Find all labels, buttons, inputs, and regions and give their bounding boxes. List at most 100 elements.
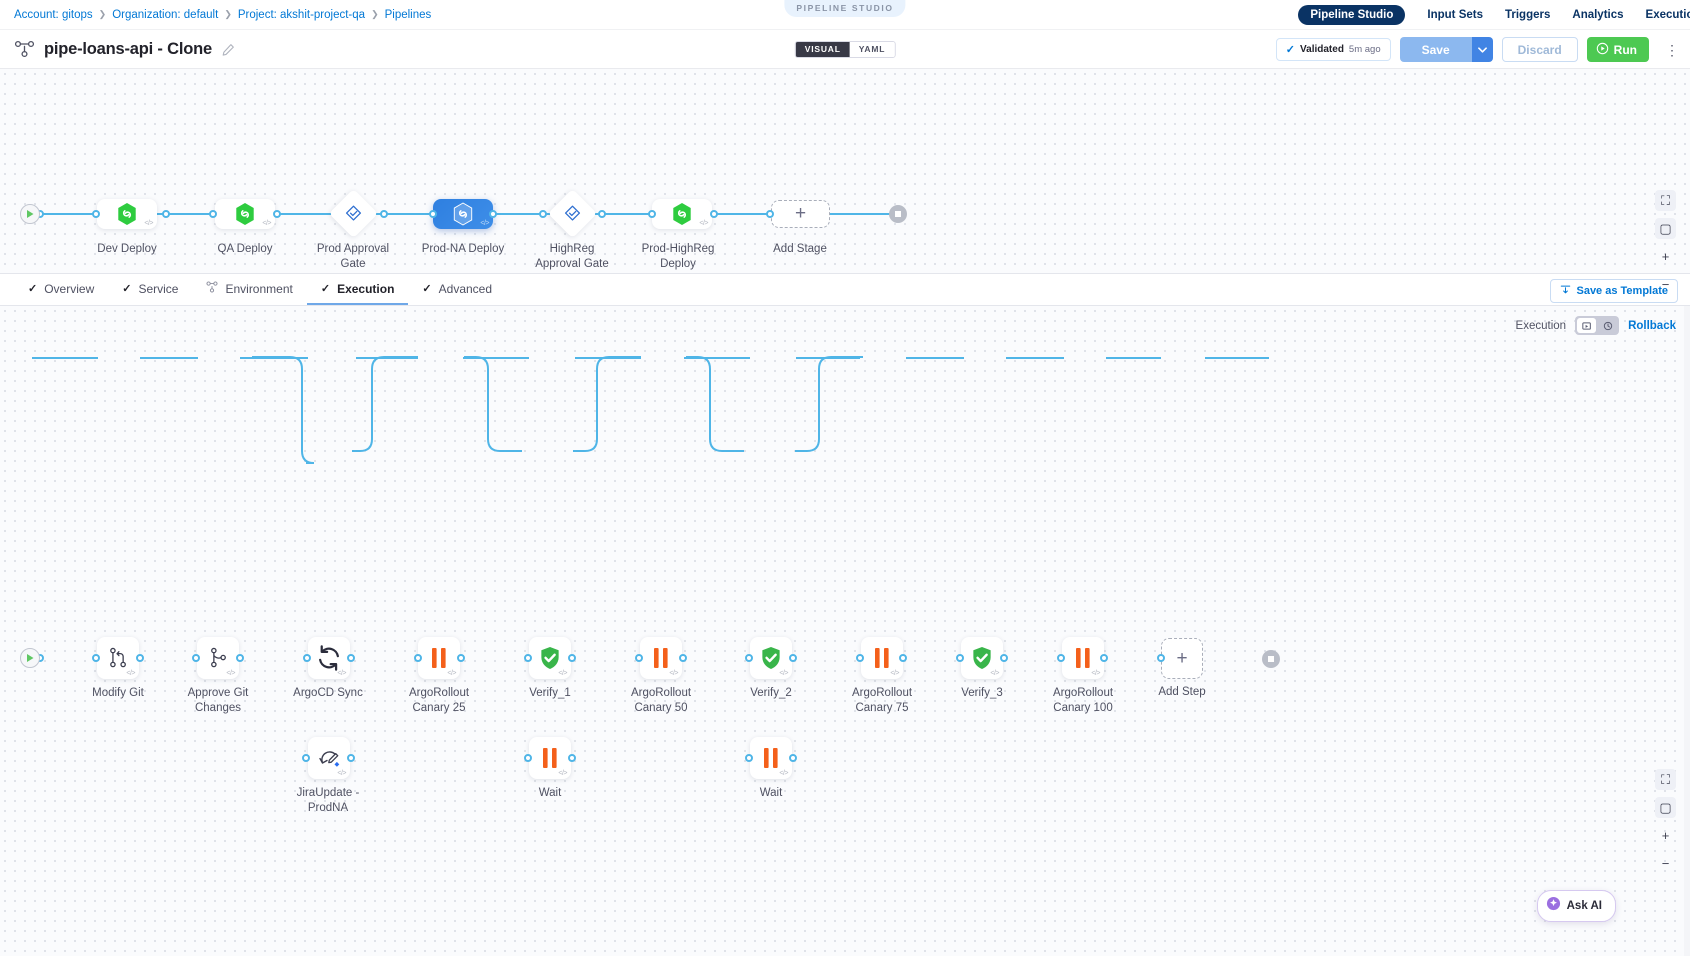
stage-port[interactable] — [489, 210, 497, 218]
step-node-verify-3[interactable]: </> — [961, 637, 1003, 679]
ask-ai-button[interactable]: Ask AI — [1536, 890, 1616, 922]
discard-button[interactable]: Discard — [1501, 37, 1578, 62]
nav-item-pipeline-studio[interactable]: Pipeline Studio — [1298, 5, 1406, 25]
step-node-verify-2[interactable]: </> — [750, 637, 792, 679]
stage-port[interactable] — [598, 210, 606, 218]
stage-port[interactable] — [429, 210, 437, 218]
execution-icon[interactable] — [1577, 318, 1597, 333]
step-port[interactable] — [347, 754, 355, 762]
stage-port[interactable] — [648, 210, 656, 218]
step-port[interactable] — [414, 654, 422, 662]
stage-node-dev-deploy[interactable]: </> — [97, 199, 157, 229]
step-node-modify-git[interactable]: </> — [97, 637, 139, 679]
nav-item-analytics[interactable]: Analytics — [1572, 9, 1624, 21]
stage-port[interactable] — [539, 210, 547, 218]
pencil-icon[interactable] — [222, 43, 235, 56]
stage-port[interactable] — [380, 210, 388, 218]
stage-port[interactable] — [766, 210, 774, 218]
step-port[interactable] — [745, 754, 753, 762]
stage-node-prod-approval-gate[interactable] — [328, 188, 379, 239]
tab-overview[interactable]: ✓ Overview — [14, 274, 108, 305]
run-button[interactable]: Run — [1586, 37, 1649, 62]
stage-graph-canvas[interactable]: </> Dev Deploy </> QA Deploy Prod Approv… — [0, 69, 1690, 292]
breadcrumb-account[interactable]: Account: gitops — [14, 8, 93, 21]
step-node-argorollout-canary-50[interactable]: </> — [640, 637, 682, 679]
step-port[interactable] — [856, 654, 864, 662]
step-node-argorollout-canary-100[interactable]: </> — [1062, 637, 1104, 679]
stage-end-node[interactable] — [889, 205, 907, 223]
validated-status-badge[interactable]: ✓ Validated 5m ago — [1275, 38, 1391, 61]
stage-start-node[interactable] — [20, 204, 40, 224]
step-port[interactable] — [302, 754, 310, 762]
visual-yaml-toggle[interactable]: VISUAL YAML — [794, 40, 896, 58]
add-step-button[interactable]: + — [1161, 638, 1203, 679]
step-node-jiraupdate-prodna[interactable]: </> — [308, 737, 350, 779]
step-port[interactable] — [136, 654, 144, 662]
nav-item-input-sets[interactable]: Input Sets — [1427, 9, 1483, 21]
breadcrumb-pipelines[interactable]: Pipelines — [384, 8, 432, 21]
step-port[interactable] — [1000, 654, 1008, 662]
step-graph-canvas[interactable]: Execution Rollback — [0, 306, 1690, 956]
step-port[interactable] — [524, 754, 532, 762]
step-port[interactable] — [899, 654, 907, 662]
nav-item-triggers[interactable]: Triggers — [1505, 9, 1551, 21]
step-port[interactable] — [568, 754, 576, 762]
stage-node-prod-highreg-deploy[interactable]: </> — [652, 199, 712, 229]
step-port[interactable] — [956, 654, 964, 662]
chevron-down-icon[interactable] — [1471, 37, 1493, 62]
step-port[interactable] — [568, 654, 576, 662]
add-stage-button[interactable]: + — [771, 200, 830, 228]
step-port[interactable] — [457, 654, 465, 662]
tab-execution[interactable]: ✓ Execution — [306, 274, 409, 305]
step-node-approve-git-changes[interactable]: </> — [197, 637, 239, 679]
step-node-verify-1[interactable]: </> — [529, 637, 571, 679]
step-port[interactable] — [1057, 654, 1065, 662]
breadcrumb-organization[interactable]: Organization: default — [112, 8, 219, 21]
step-port[interactable] — [1157, 654, 1165, 662]
zoom-out-button[interactable]: − — [1661, 856, 1670, 871]
tab-service[interactable]: ✓ Service — [108, 274, 192, 305]
save-as-template-button[interactable]: Save as Template — [1550, 279, 1678, 303]
reset-view-button[interactable]: ▢ — [1655, 797, 1676, 818]
fit-to-screen-button[interactable]: ⛶ — [1655, 190, 1676, 211]
step-node-argorollout-canary-75[interactable]: </> — [861, 637, 903, 679]
rollback-label[interactable]: Rollback — [1628, 319, 1676, 332]
step-port[interactable] — [192, 654, 200, 662]
step-port[interactable] — [1100, 654, 1108, 662]
nav-item-execution-history[interactable]: Execution H — [1645, 9, 1690, 21]
tab-advanced[interactable]: ✓ Advanced — [408, 274, 506, 305]
fit-to-screen-button[interactable]: ⛶ — [1655, 769, 1676, 790]
step-node-wait-2[interactable]: </> — [750, 737, 792, 779]
reset-view-button[interactable]: ▢ — [1655, 218, 1676, 239]
vertical-scrollbar[interactable] — [1684, 306, 1690, 956]
step-port[interactable] — [789, 654, 797, 662]
stage-port[interactable] — [92, 210, 100, 218]
save-button[interactable]: Save — [1399, 37, 1472, 62]
stage-node-qa-deploy[interactable]: </> — [215, 199, 275, 229]
rollback-icon[interactable] — [1598, 318, 1617, 333]
stage-port[interactable] — [209, 210, 217, 218]
step-node-argorollout-canary-25[interactable]: </> — [418, 637, 460, 679]
step-port[interactable] — [347, 654, 355, 662]
step-port[interactable] — [679, 654, 687, 662]
stage-node-highreg-approval-gate[interactable] — [547, 188, 598, 239]
execution-rollback-toggle[interactable] — [1575, 316, 1620, 335]
step-node-wait-1[interactable]: </> — [529, 737, 571, 779]
step-port[interactable] — [789, 754, 797, 762]
breadcrumb-project[interactable]: Project: akshit-project-qa — [237, 8, 366, 21]
stage-port[interactable] — [162, 210, 170, 218]
toggle-yaml[interactable]: YAML — [849, 41, 895, 57]
stage-node-prod-na-deploy[interactable]: </> — [433, 199, 493, 229]
stage-port[interactable] — [710, 210, 718, 218]
tab-environment[interactable]: Environment — [192, 274, 306, 305]
step-port[interactable] — [92, 654, 100, 662]
step-port[interactable] — [524, 654, 532, 662]
step-node-argocd-sync[interactable]: </> — [308, 637, 350, 679]
zoom-out-button[interactable]: − — [1661, 277, 1670, 292]
stage-port[interactable] — [273, 210, 281, 218]
step-port[interactable] — [635, 654, 643, 662]
step-port[interactable] — [236, 654, 244, 662]
step-port[interactable] — [303, 654, 311, 662]
zoom-in-button[interactable]: + — [1661, 828, 1670, 843]
step-end-node[interactable] — [1262, 650, 1280, 668]
